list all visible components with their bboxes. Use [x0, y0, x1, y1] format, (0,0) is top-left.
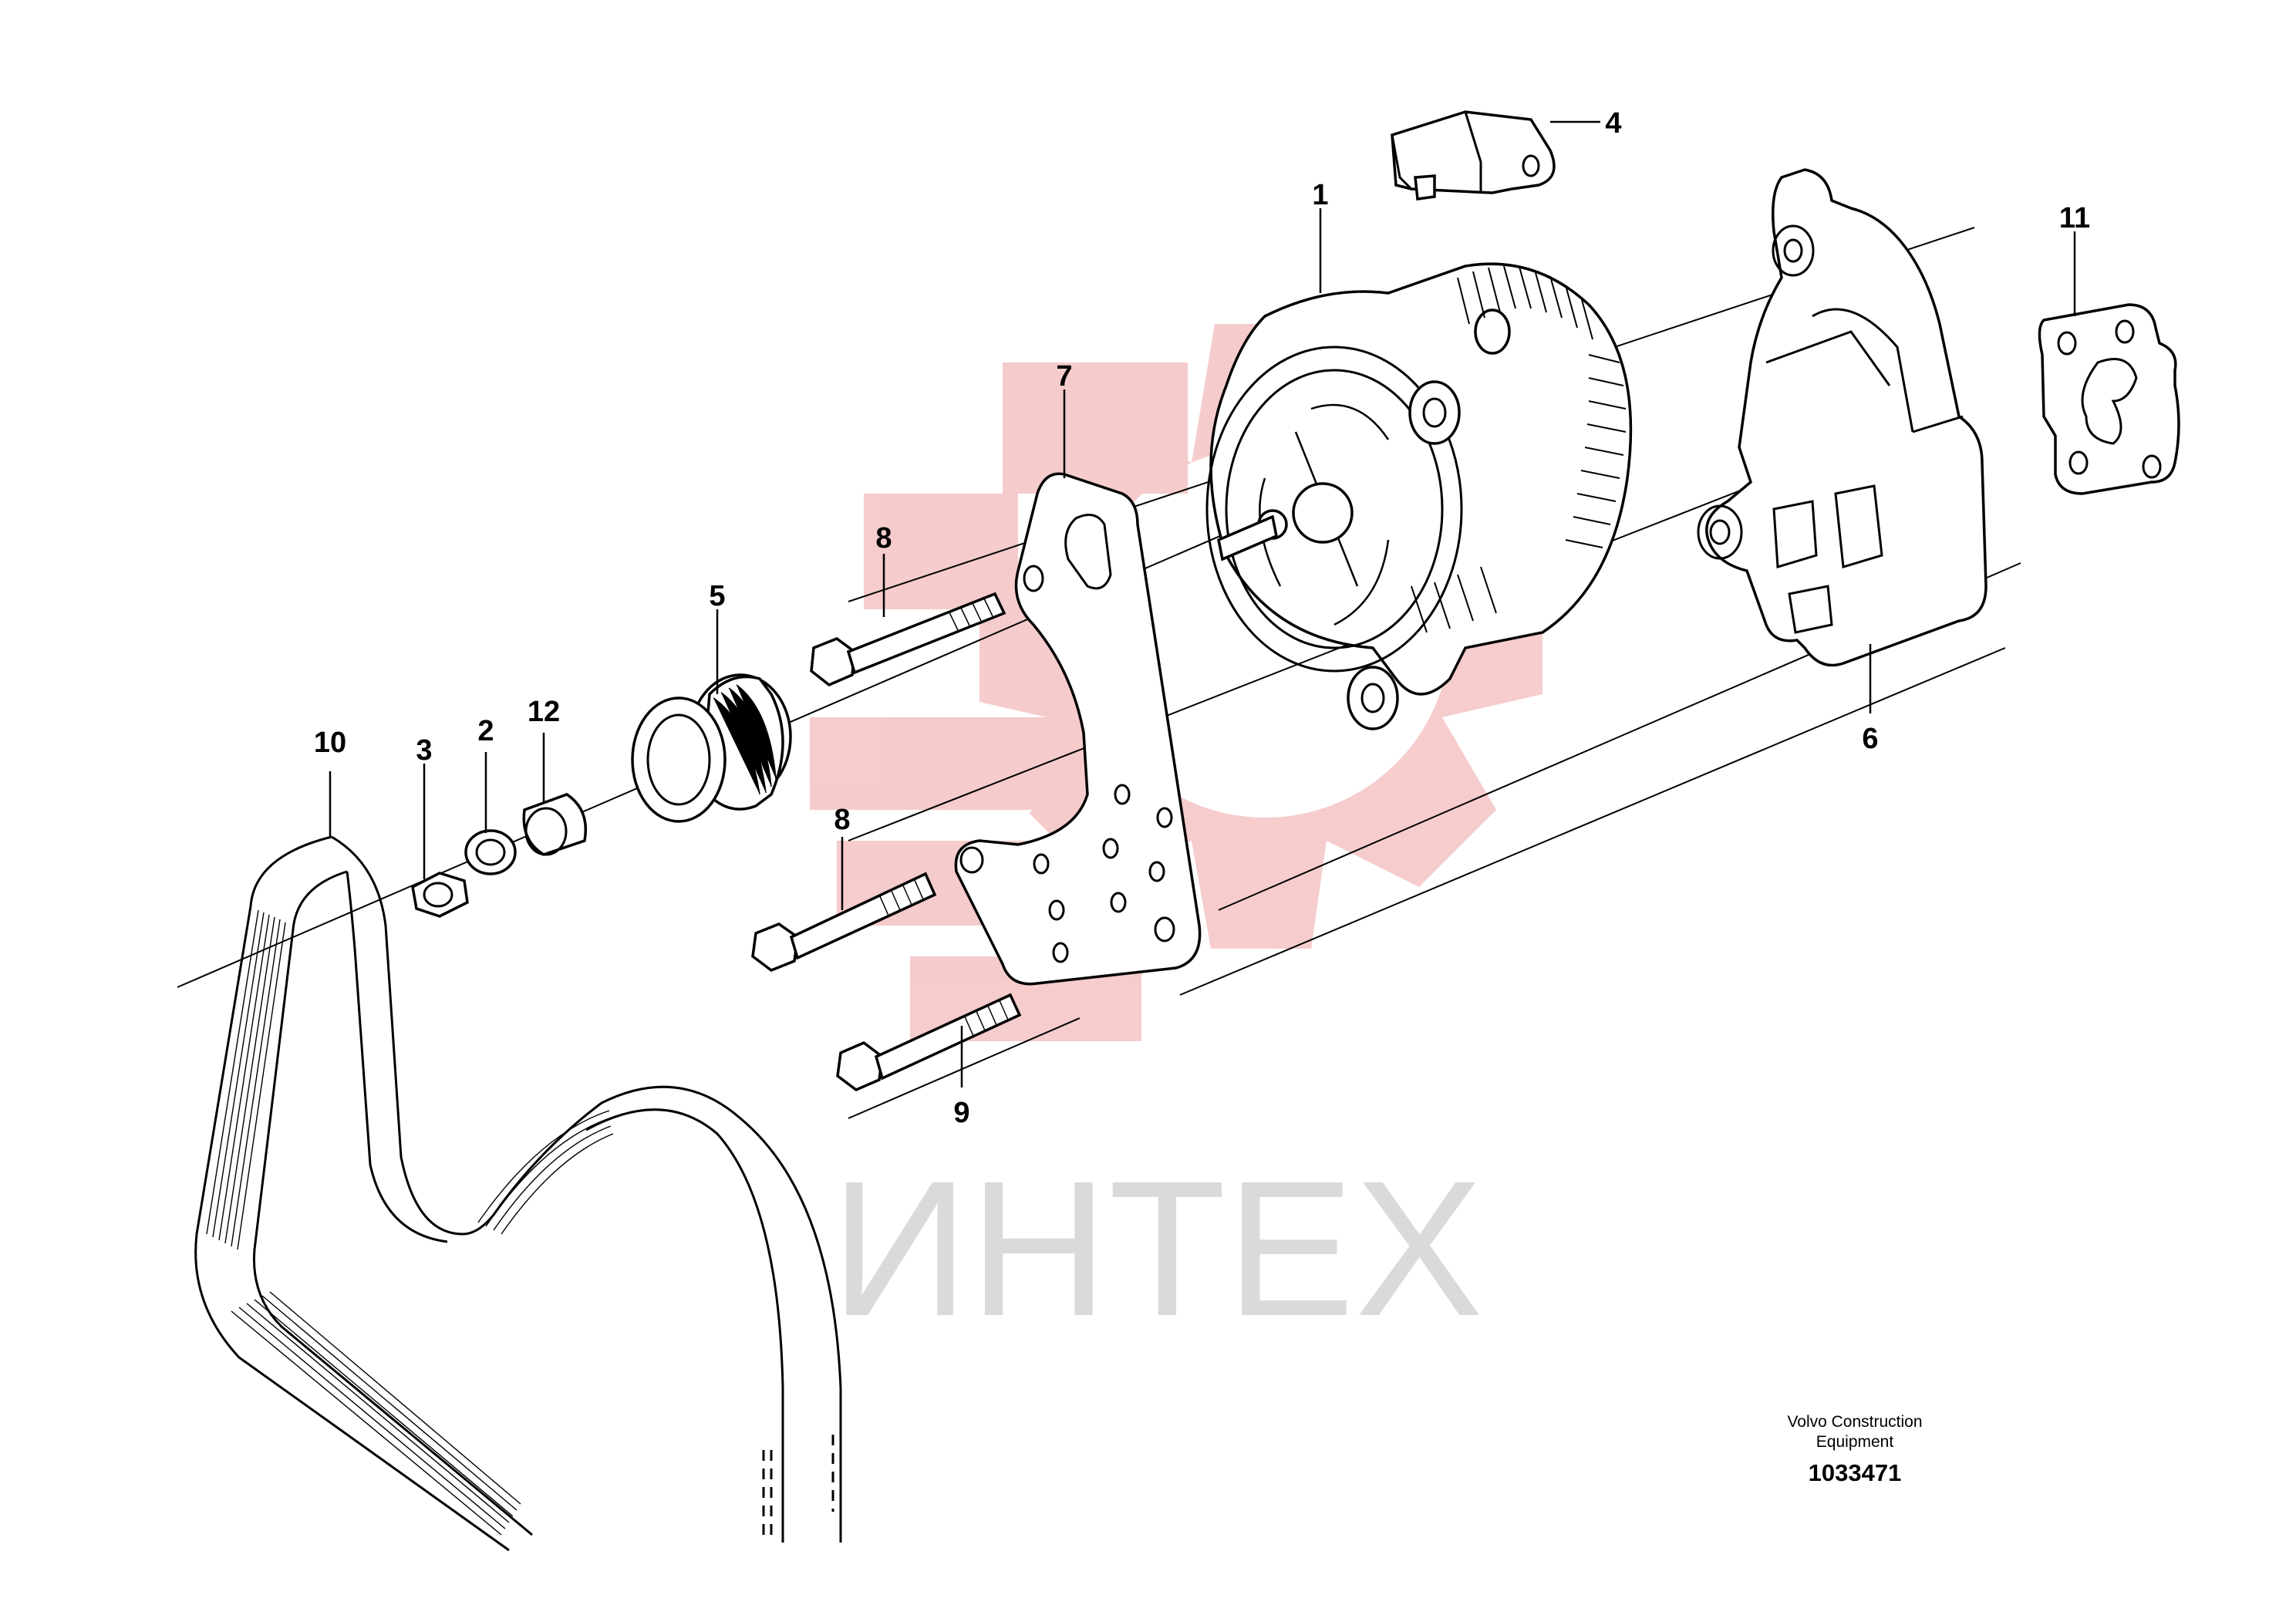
bolt-middle — [751, 872, 937, 972]
gasket — [2038, 303, 2180, 495]
callout-10: 10 — [314, 727, 346, 759]
callout-5: 5 — [709, 580, 725, 612]
callout-3: 3 — [416, 734, 432, 767]
callout-8-lower: 8 — [834, 804, 850, 836]
pulley — [631, 673, 792, 823]
drawing-number: 1033471 — [1809, 1459, 1902, 1486]
callout-11: 11 — [2059, 202, 2090, 234]
washer — [464, 829, 517, 875]
bolt-upper — [810, 592, 1006, 687]
support-bracket — [1697, 168, 1988, 667]
callout-12: 12 — [528, 696, 560, 728]
callout-6: 6 — [1862, 723, 1878, 755]
callout-8-upper: 8 — [875, 522, 892, 555]
spacer-sleeve — [522, 793, 588, 856]
drive-belt — [194, 835, 842, 1552]
regulator — [1391, 110, 1556, 201]
company-name-line2: Equipment — [1816, 1433, 1894, 1451]
callout-labels: 1 2 3 4 5 6 7 8 8 9 10 11 12 — [314, 107, 2090, 1129]
callout-2: 2 — [477, 715, 494, 747]
callout-1: 1 — [1312, 179, 1328, 211]
title-block: Volvo Construction Equipment 1033471 — [1787, 1413, 1922, 1486]
bolt-lower — [836, 993, 1022, 1092]
alternator — [1205, 262, 1633, 730]
callout-4: 4 — [1605, 107, 1621, 140]
leader-lines — [329, 120, 2076, 1088]
company-name-line1: Volvo Construction — [1787, 1413, 1922, 1431]
callout-7: 7 — [1056, 360, 1072, 393]
callout-9: 9 — [953, 1097, 969, 1129]
mounting-bracket — [954, 472, 1202, 986]
watermark-text: ИНТЕХ — [831, 1141, 1483, 1356]
nut — [411, 872, 469, 918]
